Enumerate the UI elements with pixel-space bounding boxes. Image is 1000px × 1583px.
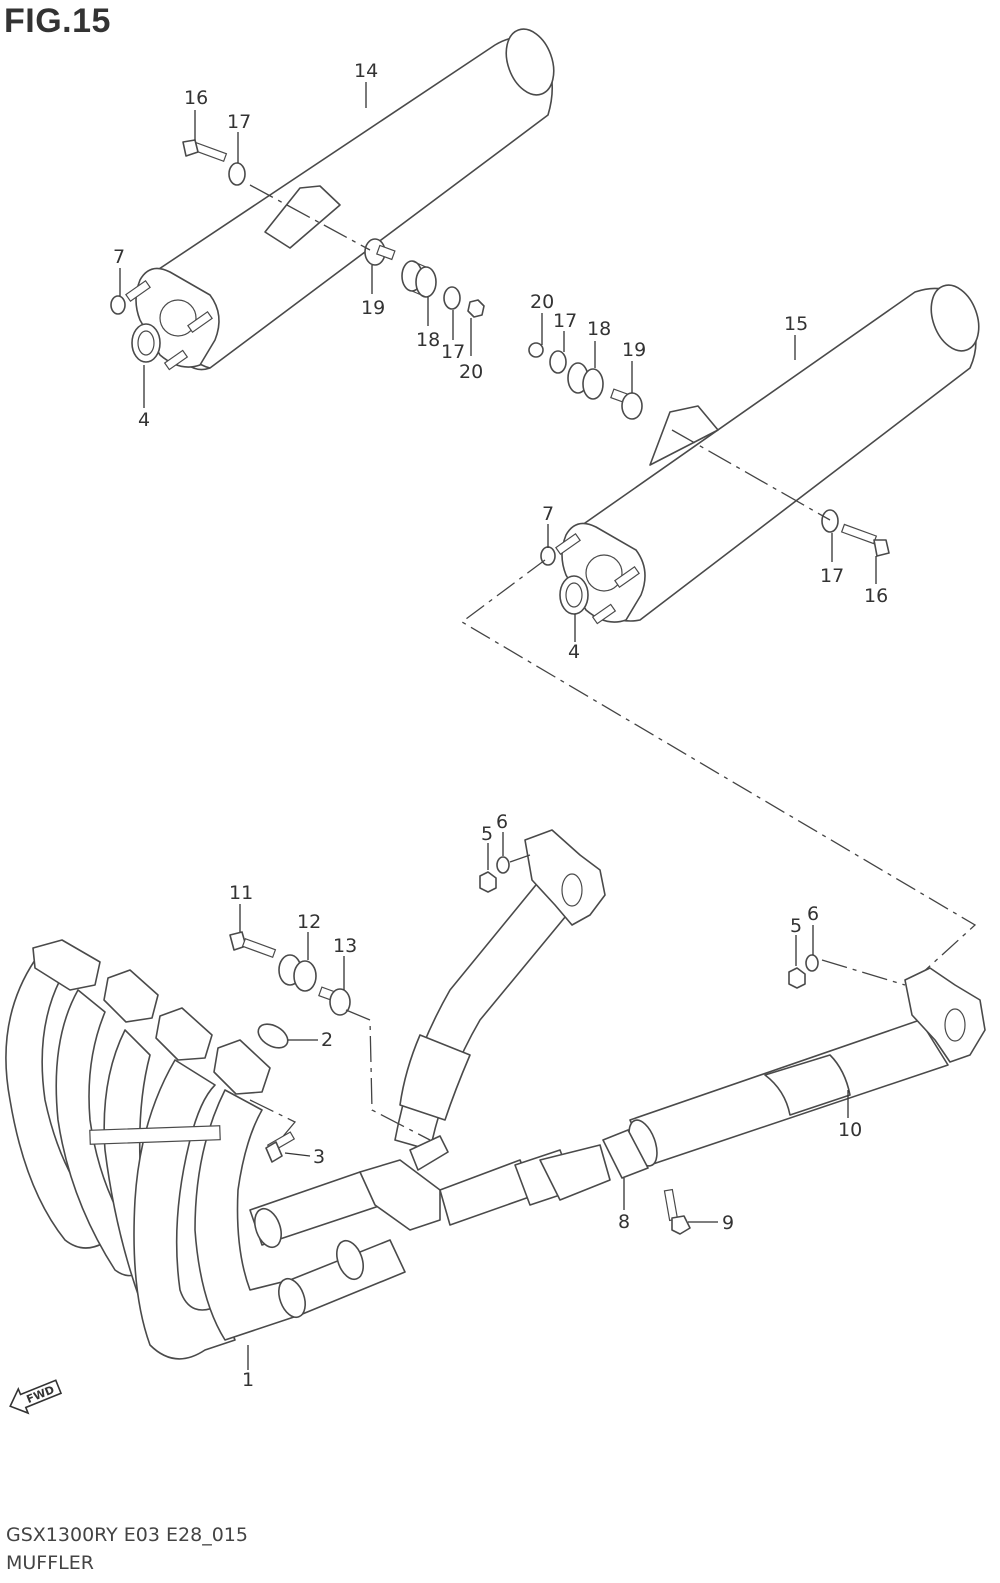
callout-15: 15: [784, 313, 808, 335]
cushion-18-lower[interactable]: [567, 362, 604, 400]
callout-4-upper: 4: [138, 409, 150, 431]
callout-19-lower: 19: [622, 339, 646, 361]
gasket-4-lower[interactable]: [559, 575, 589, 615]
callout-17-lower-b: 17: [820, 565, 844, 587]
washer-17-upper[interactable]: [228, 162, 246, 186]
callout-19-upper: 19: [361, 297, 385, 319]
callout-17-lower-a: 17: [553, 310, 577, 332]
washer-17-upper-b[interactable]: [443, 286, 461, 310]
callout-18-lower: 18: [587, 318, 611, 340]
callout-16-upper: 16: [184, 87, 208, 109]
callout-1: 1: [242, 1369, 254, 1391]
callout-13: 13: [333, 935, 357, 957]
washer-6-lower[interactable]: [805, 954, 819, 972]
nut-5-upper[interactable]: [479, 871, 497, 893]
callout-11: 11: [229, 882, 253, 904]
figure-name: MUFFLER: [6, 1552, 94, 1574]
callout-12: 12: [297, 911, 321, 933]
callout-9: 9: [722, 1212, 734, 1234]
callout-14: 14: [354, 60, 378, 82]
callout-7-upper: 7: [113, 246, 125, 268]
washer-17-lower-b[interactable]: [821, 509, 839, 533]
leader-lines: [119, 82, 877, 1370]
callout-6-lower: 6: [807, 903, 819, 925]
exhaust-pipe-10[interactable]: [624, 967, 986, 1170]
washer-7-lower[interactable]: [540, 546, 556, 566]
nut-20-lower[interactable]: [528, 342, 544, 358]
bolt-16-lower[interactable]: [840, 523, 890, 557]
collar-19-lower[interactable]: [610, 388, 643, 420]
cushion-18-upper[interactable]: [401, 260, 437, 298]
bolt-11[interactable]: [229, 931, 277, 959]
callout-20-lower: 20: [530, 291, 554, 313]
washer-6-upper[interactable]: [496, 856, 510, 874]
callout-numbers: 14 16 17 7 4 19 18 17 20 20 17 18 19 15 …: [113, 60, 888, 1391]
muffler-14[interactable]: [125, 23, 562, 371]
nut-20-upper[interactable]: [467, 299, 485, 318]
cushion-12[interactable]: [278, 954, 317, 992]
callout-2: 2: [321, 1029, 333, 1051]
washer-7-upper[interactable]: [110, 295, 126, 315]
gasket-2[interactable]: [254, 1019, 292, 1052]
collar-13[interactable]: [318, 986, 351, 1016]
callout-17-upper-b: 17: [441, 341, 465, 363]
callout-20-upper: 20: [459, 361, 483, 383]
callout-6-upper: 6: [496, 811, 508, 833]
bolt-16-upper[interactable]: [182, 139, 228, 163]
callout-7-lower: 7: [542, 503, 554, 525]
fwd-label: FWD: [25, 1383, 57, 1406]
callout-4-lower: 4: [568, 641, 580, 663]
callout-5-lower: 5: [790, 915, 802, 937]
callout-10: 10: [838, 1119, 862, 1141]
bolt-9[interactable]: [663, 1188, 691, 1235]
callout-8: 8: [618, 1211, 630, 1233]
callout-18-upper: 18: [416, 329, 440, 351]
exhaust-pipe-1[interactable]: [5, 829, 611, 1360]
callout-5-upper: 5: [481, 823, 493, 845]
washer-17-lower-a[interactable]: [549, 350, 567, 374]
muffler-15[interactable]: [555, 279, 987, 625]
figure-code: GSX1300RY E03 E28_015: [6, 1524, 248, 1546]
callout-16-lower: 16: [864, 585, 888, 607]
bolt-3[interactable]: [265, 1131, 296, 1163]
nut-5-lower[interactable]: [788, 967, 806, 989]
clamp-8[interactable]: [602, 1129, 649, 1179]
fwd-arrow-icon: FWD: [9, 1379, 63, 1415]
gasket-4-upper[interactable]: [131, 323, 161, 363]
callout-17-upper: 17: [227, 111, 251, 133]
collar-19-upper[interactable]: [364, 238, 396, 266]
figure-title: FIG.15: [4, 2, 111, 40]
callout-3: 3: [313, 1146, 325, 1168]
